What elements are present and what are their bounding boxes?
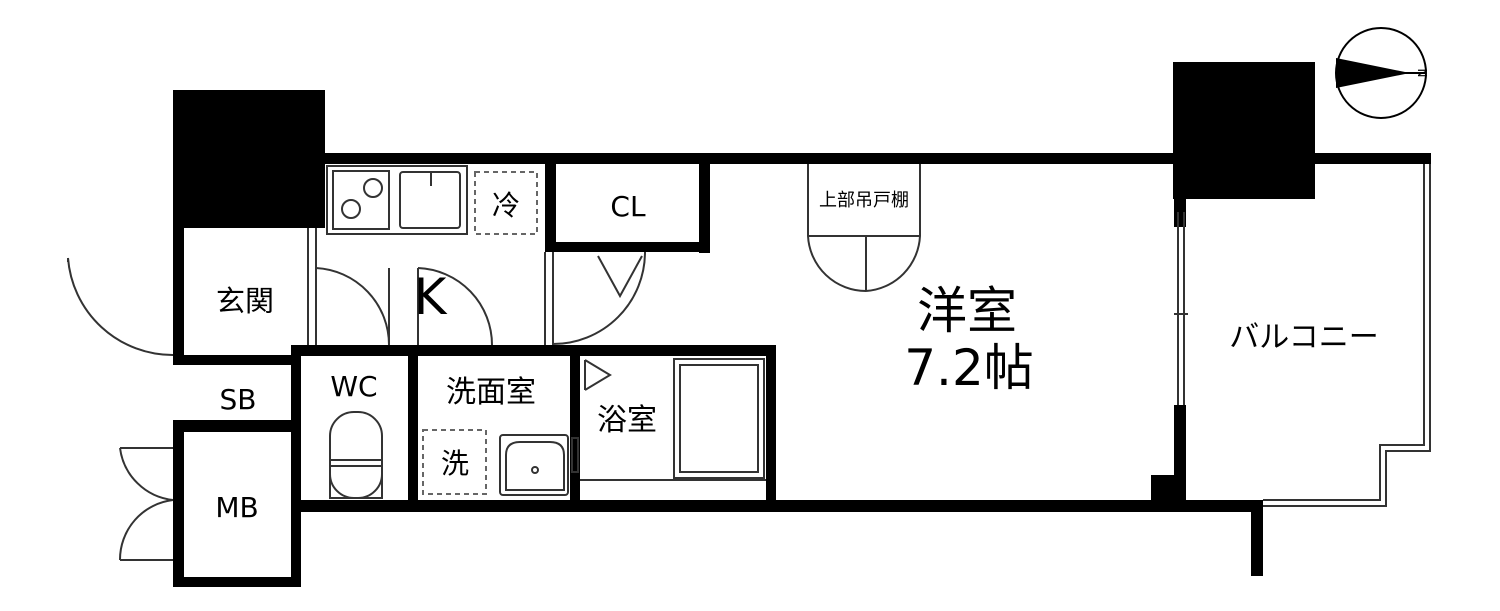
- bathtub: [673, 358, 765, 479]
- kitchen-label: K: [414, 268, 448, 326]
- compass-north-label: N: [1415, 69, 1429, 78]
- closet-label: CL: [610, 190, 646, 223]
- doors: [67, 212, 1188, 561]
- fridge-label: 冷: [492, 189, 520, 222]
- interior-walls: [173, 153, 776, 512]
- pillar-right: [1173, 62, 1315, 199]
- wc-label: WC: [330, 370, 377, 403]
- western-room-label: 洋室: [917, 282, 1017, 340]
- washroom-label: 洗面室: [446, 375, 536, 410]
- upper-cabinet-label: 上部吊戸棚: [819, 190, 909, 211]
- compass-icon: N: [1335, 27, 1429, 119]
- fridge-space: [474, 171, 538, 235]
- kitchen-counter: [326, 165, 468, 235]
- shoe-box-label: SB: [220, 383, 257, 416]
- washer-space: [422, 429, 487, 495]
- balcony-outline: [1263, 164, 1431, 507]
- bathroom-label: 浴室: [597, 403, 657, 438]
- western-room-size: 7.2帖: [904, 339, 1034, 397]
- entrance-label: 玄関: [216, 284, 274, 318]
- washer-label: 洗: [441, 447, 469, 480]
- meter-box-label: MB: [215, 491, 258, 524]
- toilet: [329, 411, 383, 499]
- balcony-label: バルコニー: [1229, 320, 1378, 355]
- wash-basin: [499, 434, 579, 496]
- pillar-left: [173, 90, 325, 228]
